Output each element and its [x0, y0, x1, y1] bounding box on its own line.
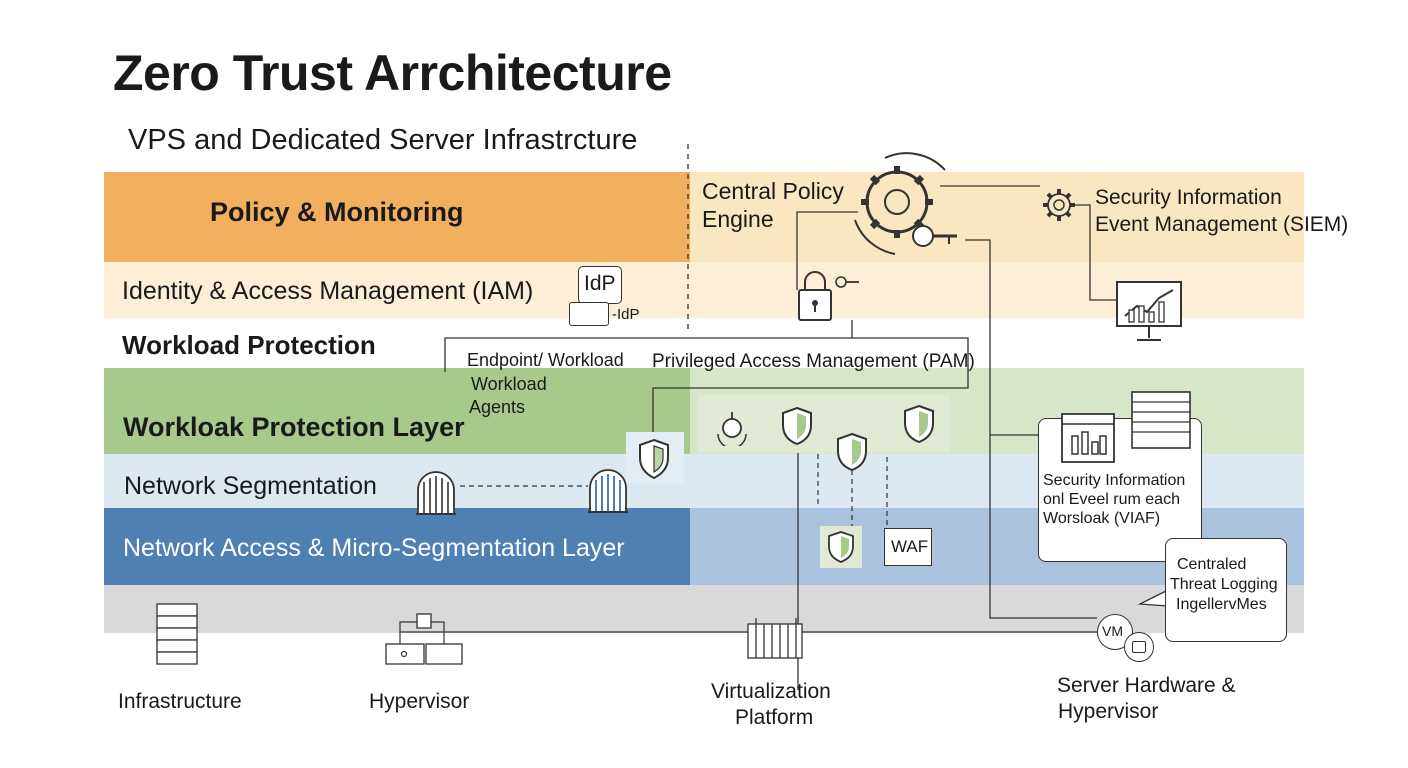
siem-label-1: Security Information: [1095, 186, 1282, 209]
workload-protection-label: Workload Protection: [122, 330, 376, 360]
iam-band: [104, 262, 1304, 318]
server-hardware-label-1: Server Hardware &: [1057, 674, 1236, 697]
hypervisor-label: Hypervisor: [369, 690, 470, 713]
virtualization-label-2: Platform: [735, 706, 814, 729]
lock-key-icon: [798, 271, 859, 321]
gear-key-icon: [854, 152, 957, 255]
shield-icon: [639, 438, 669, 480]
endpoint-agents-label-1: Endpoint/ Workload: [467, 350, 624, 370]
threat-logging-line-1: Centraled: [1177, 556, 1247, 573]
workload-layer-label: Workloak Protection Layer: [123, 412, 465, 442]
server-hardware-label-2: Hypervisor: [1058, 700, 1159, 723]
idp-badge-text: IdP: [584, 272, 616, 295]
iam-label: Identity & Access Management (IAM): [122, 277, 534, 305]
idp-badge: IdP: [578, 266, 622, 304]
waf-label: WAF: [891, 537, 929, 556]
bar-chart-icon: [1061, 413, 1115, 463]
siem-label-2: Event Management (SIEM): [1095, 213, 1349, 236]
pam-label: Privileged Access Management (PAM): [652, 351, 975, 372]
threat-logging-line-3: IngellervMes: [1176, 596, 1267, 613]
server-list-icon: [1131, 391, 1191, 449]
network-access-band: [104, 508, 690, 585]
central-policy-engine-label-1: Central Policy: [702, 178, 844, 204]
sensor-icon: [717, 412, 747, 446]
policy-monitoring-band-right: [690, 172, 1304, 262]
threat-logging-bubble: [1165, 538, 1287, 642]
idp-card-icon: [569, 302, 609, 326]
infrastructure-label: Infrastructure: [118, 690, 242, 713]
page-title: Zero Trust Arrchitecture: [113, 45, 672, 101]
workload-layer-band: [104, 368, 690, 454]
security-info-line-2: onl Eveel rum each: [1043, 491, 1180, 508]
network-segmentation-label: Network Segmentation: [124, 472, 377, 500]
central-policy-engine-label-2: Engine: [702, 206, 774, 232]
shield-icon: [782, 406, 812, 446]
siem-gear-icon: [1043, 189, 1075, 221]
firewall-icon: [416, 471, 456, 515]
idp-label: -IdP: [612, 306, 640, 323]
threat-logging-line-2: Threat Logging: [1170, 576, 1278, 593]
network-access-label: Network Access & Micro-Segmentation Laye…: [123, 534, 625, 562]
policy-monitoring-label: Policy & Monitoring: [210, 197, 464, 227]
shield-icon: [828, 531, 854, 563]
policy-monitoring-band: [104, 172, 690, 262]
endpoint-agents-label-3: Agents: [469, 397, 526, 417]
vm-label: VM: [1102, 623, 1123, 639]
page-subtitle: VPS and Dedicated Server Infrastrcture: [128, 124, 638, 156]
monitor-chart-icon: [1116, 281, 1182, 341]
security-info-line-3: Worsloak (VIAF): [1043, 510, 1161, 527]
waf-box: WAF: [884, 528, 932, 566]
firewall-icon: [588, 469, 628, 513]
virtualization-label-1: Virtualization: [711, 680, 831, 703]
security-info-line-1: Security Information: [1043, 472, 1186, 489]
endpoint-agents-label-2: Workload: [471, 374, 547, 394]
shield-icon: [837, 432, 867, 472]
vm-screen-icon: [1124, 632, 1154, 662]
shield-icon: [904, 404, 934, 444]
